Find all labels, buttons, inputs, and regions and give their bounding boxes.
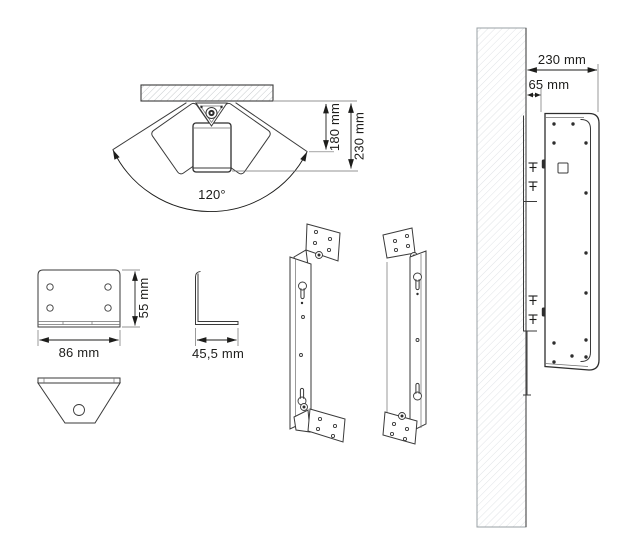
dim-label-55: 55 mm — [136, 278, 151, 319]
dim-label-86: 86 mm — [59, 345, 100, 360]
mounting-plate — [37, 269, 121, 328]
swivel-arc — [112, 149, 308, 212]
swivel-dimensions: 180 mm 230 mm — [232, 100, 367, 172]
keyhole-slot — [299, 387, 305, 399]
side-dimensions: 230 mm 65 mm — [527, 52, 599, 112]
wall-bracket-left — [289, 223, 346, 443]
ceiling-hatch — [140, 84, 274, 102]
keyhole-slot — [415, 382, 420, 394]
angle-bracket-view: 45,5 mm — [192, 270, 244, 361]
dim-label-180: 180 mm — [327, 103, 342, 151]
dim-label-230-front: 230 mm — [352, 112, 367, 160]
side-bracket-profile — [523, 115, 546, 396]
pivot-bracket — [195, 102, 228, 127]
wall-bracket-right — [382, 227, 427, 445]
speaker-side-profile — [544, 112, 600, 371]
gusset-plate — [37, 382, 121, 424]
bracket-top-flange — [382, 227, 416, 259]
bracket-bottom-flange — [382, 411, 418, 445]
side-cutout — [557, 162, 569, 174]
swing-line-right — [235, 102, 308, 153]
gusset-plate-view — [37, 377, 121, 424]
mounting-screw — [528, 314, 538, 324]
mounting-screw — [528, 181, 538, 191]
angle-bracket-dimensions: 45,5 mm — [192, 328, 244, 361]
dim-label-45-5: 45,5 mm — [192, 346, 244, 361]
mounting-plate-view: 55 mm 86 mm — [37, 269, 151, 360]
angle-bracket — [195, 270, 239, 325]
bracket-bottom-flange — [307, 408, 346, 443]
gusset-hole — [73, 404, 85, 416]
speaker-front — [192, 122, 232, 173]
keyhole-slot — [415, 279, 420, 291]
mounting-screw — [528, 162, 538, 172]
keyhole-slot — [300, 288, 305, 300]
dim-label-230-side: 230 mm — [538, 52, 586, 67]
swing-line-left — [112, 102, 187, 151]
wall-side-view: 230 mm 65 mm — [476, 27, 600, 528]
mounting-screw — [528, 295, 538, 305]
angle-label: 120° — [198, 187, 226, 202]
side-screw-dots — [552, 122, 588, 364]
dim-label-65: 65 mm — [529, 77, 570, 92]
ceiling-swivel-view: 120° 180 mm 23 — [112, 84, 367, 212]
wall-hatch — [476, 27, 527, 528]
plate-dimensions: 55 mm 86 mm — [37, 269, 151, 360]
bracket-top-flange — [305, 223, 341, 262]
